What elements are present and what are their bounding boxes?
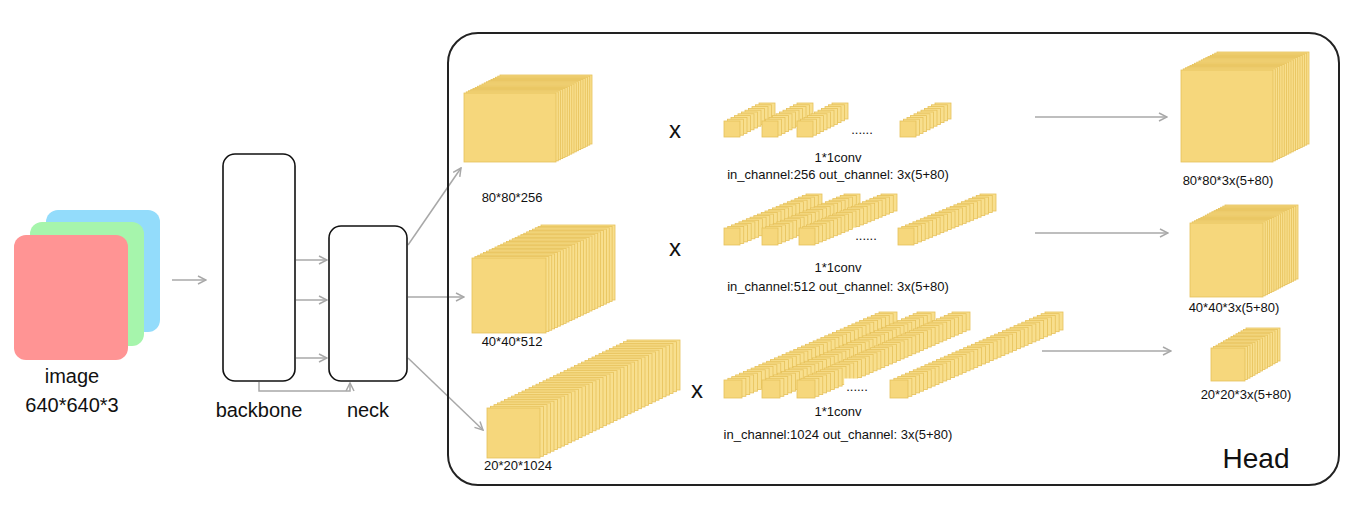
conv-kernels: 1*1conv in_channel:512 out_channel: 3x(5+…: [705, 190, 1005, 296]
multiply-sign: x: [667, 116, 683, 144]
node-label: 20*20*3x(5+80): [1201, 387, 1292, 403]
flow-arrow: [1042, 350, 1171, 352]
flow-arrow: [259, 382, 350, 391]
output-map: 80*80*3x(5+80): [1181, 52, 1309, 162]
node-label: in_channel:512 out_channel: 3x(5+80): [727, 279, 949, 295]
node-label: 80*80*3x(5+80): [1183, 173, 1274, 189]
ellipsis: ......: [853, 228, 879, 243]
slice: [472, 258, 546, 333]
flow-arrow: [408, 296, 464, 298]
flow-arrow: [1035, 116, 1167, 118]
slice: [487, 408, 540, 458]
flow-arrow: [296, 299, 327, 301]
slice: [724, 380, 742, 398]
slice: [762, 380, 780, 398]
node-label: backbone: [216, 398, 303, 422]
conv-kernels-shape: [705, 308, 1050, 444]
slice: [890, 380, 908, 398]
multiply-sign: x: [689, 376, 705, 404]
multiply-sign: x: [667, 234, 683, 262]
node-label: 1*1conv: [815, 404, 862, 420]
input-image-shape: [14, 210, 160, 360]
flow-arrow: [408, 358, 483, 430]
slice: [1181, 70, 1273, 162]
slice: [799, 228, 815, 245]
node-label: 1*1conv: [815, 150, 862, 166]
node-label: 1*1conv: [815, 260, 862, 276]
node-label: 40*40*512: [482, 334, 543, 350]
flow-arrow: [1035, 232, 1168, 234]
node-label: neck: [347, 398, 389, 422]
node-label: 40*40*3x(5+80): [1189, 300, 1280, 316]
block-outline: [329, 226, 407, 381]
ellipsis: ......: [849, 122, 875, 137]
node-label: Head: [1223, 442, 1290, 476]
slice: [724, 228, 740, 245]
slice: [724, 121, 740, 137]
slice: [898, 228, 914, 245]
output-map: 40*40*3x(5+80): [1190, 205, 1298, 297]
feature-map: 40*40*512: [472, 225, 615, 333]
input-image: image640*640*3: [14, 210, 160, 360]
slice: [1211, 348, 1245, 381]
flow-arrow: [408, 168, 461, 245]
node-label: in_channel:1024 out_channel: 3x(5+80): [724, 427, 953, 443]
block-outline: [223, 154, 295, 381]
node-label: 640*640*3: [25, 393, 118, 417]
output-map-shape: [1211, 328, 1280, 381]
neck-block: neck: [328, 225, 408, 382]
ellipsis: ......: [844, 379, 870, 394]
output-map-shape: [1190, 205, 1298, 297]
slice: [1190, 223, 1263, 297]
slice: [900, 121, 916, 137]
conv-kernels: 1*1conv in_channel:1024 out_channel: 3x(5…: [705, 308, 1050, 444]
slice: [464, 93, 556, 162]
backbone-block-shape: [222, 153, 296, 382]
feature-map-shape: [464, 75, 592, 162]
color-channel: [14, 235, 128, 360]
conv-kernels: 1*1convin_channel:256 out_channel: 3x(5+…: [705, 100, 995, 184]
neck-block-shape: [328, 225, 408, 382]
flow-arrow: [172, 279, 206, 281]
feature-map-shape: [487, 340, 680, 458]
node-label: image: [45, 364, 99, 388]
slice: [762, 121, 778, 137]
output-map-shape: [1181, 52, 1309, 162]
flow-arrow: [296, 259, 327, 261]
node-label: in_channel:256 out_channel: 3x(5+80): [727, 167, 949, 183]
node-label: 80*80*256: [482, 190, 543, 206]
node-label: 20*20*1024: [484, 458, 552, 474]
output-map: 20*20*3x(5+80): [1211, 328, 1280, 381]
feature-map-shape: [472, 225, 615, 333]
feature-map: 80*80*256: [464, 75, 592, 162]
slice: [797, 380, 815, 398]
flow-arrow: [296, 357, 327, 359]
head-outline: [448, 33, 1339, 485]
feature-map: 20*20*1024: [487, 340, 680, 458]
slice: [797, 121, 813, 137]
backbone-block: backbone: [222, 153, 296, 382]
head-region: Head80*80*2561*1convin_channel:256 out_c…: [447, 32, 1340, 486]
slice: [762, 228, 778, 245]
